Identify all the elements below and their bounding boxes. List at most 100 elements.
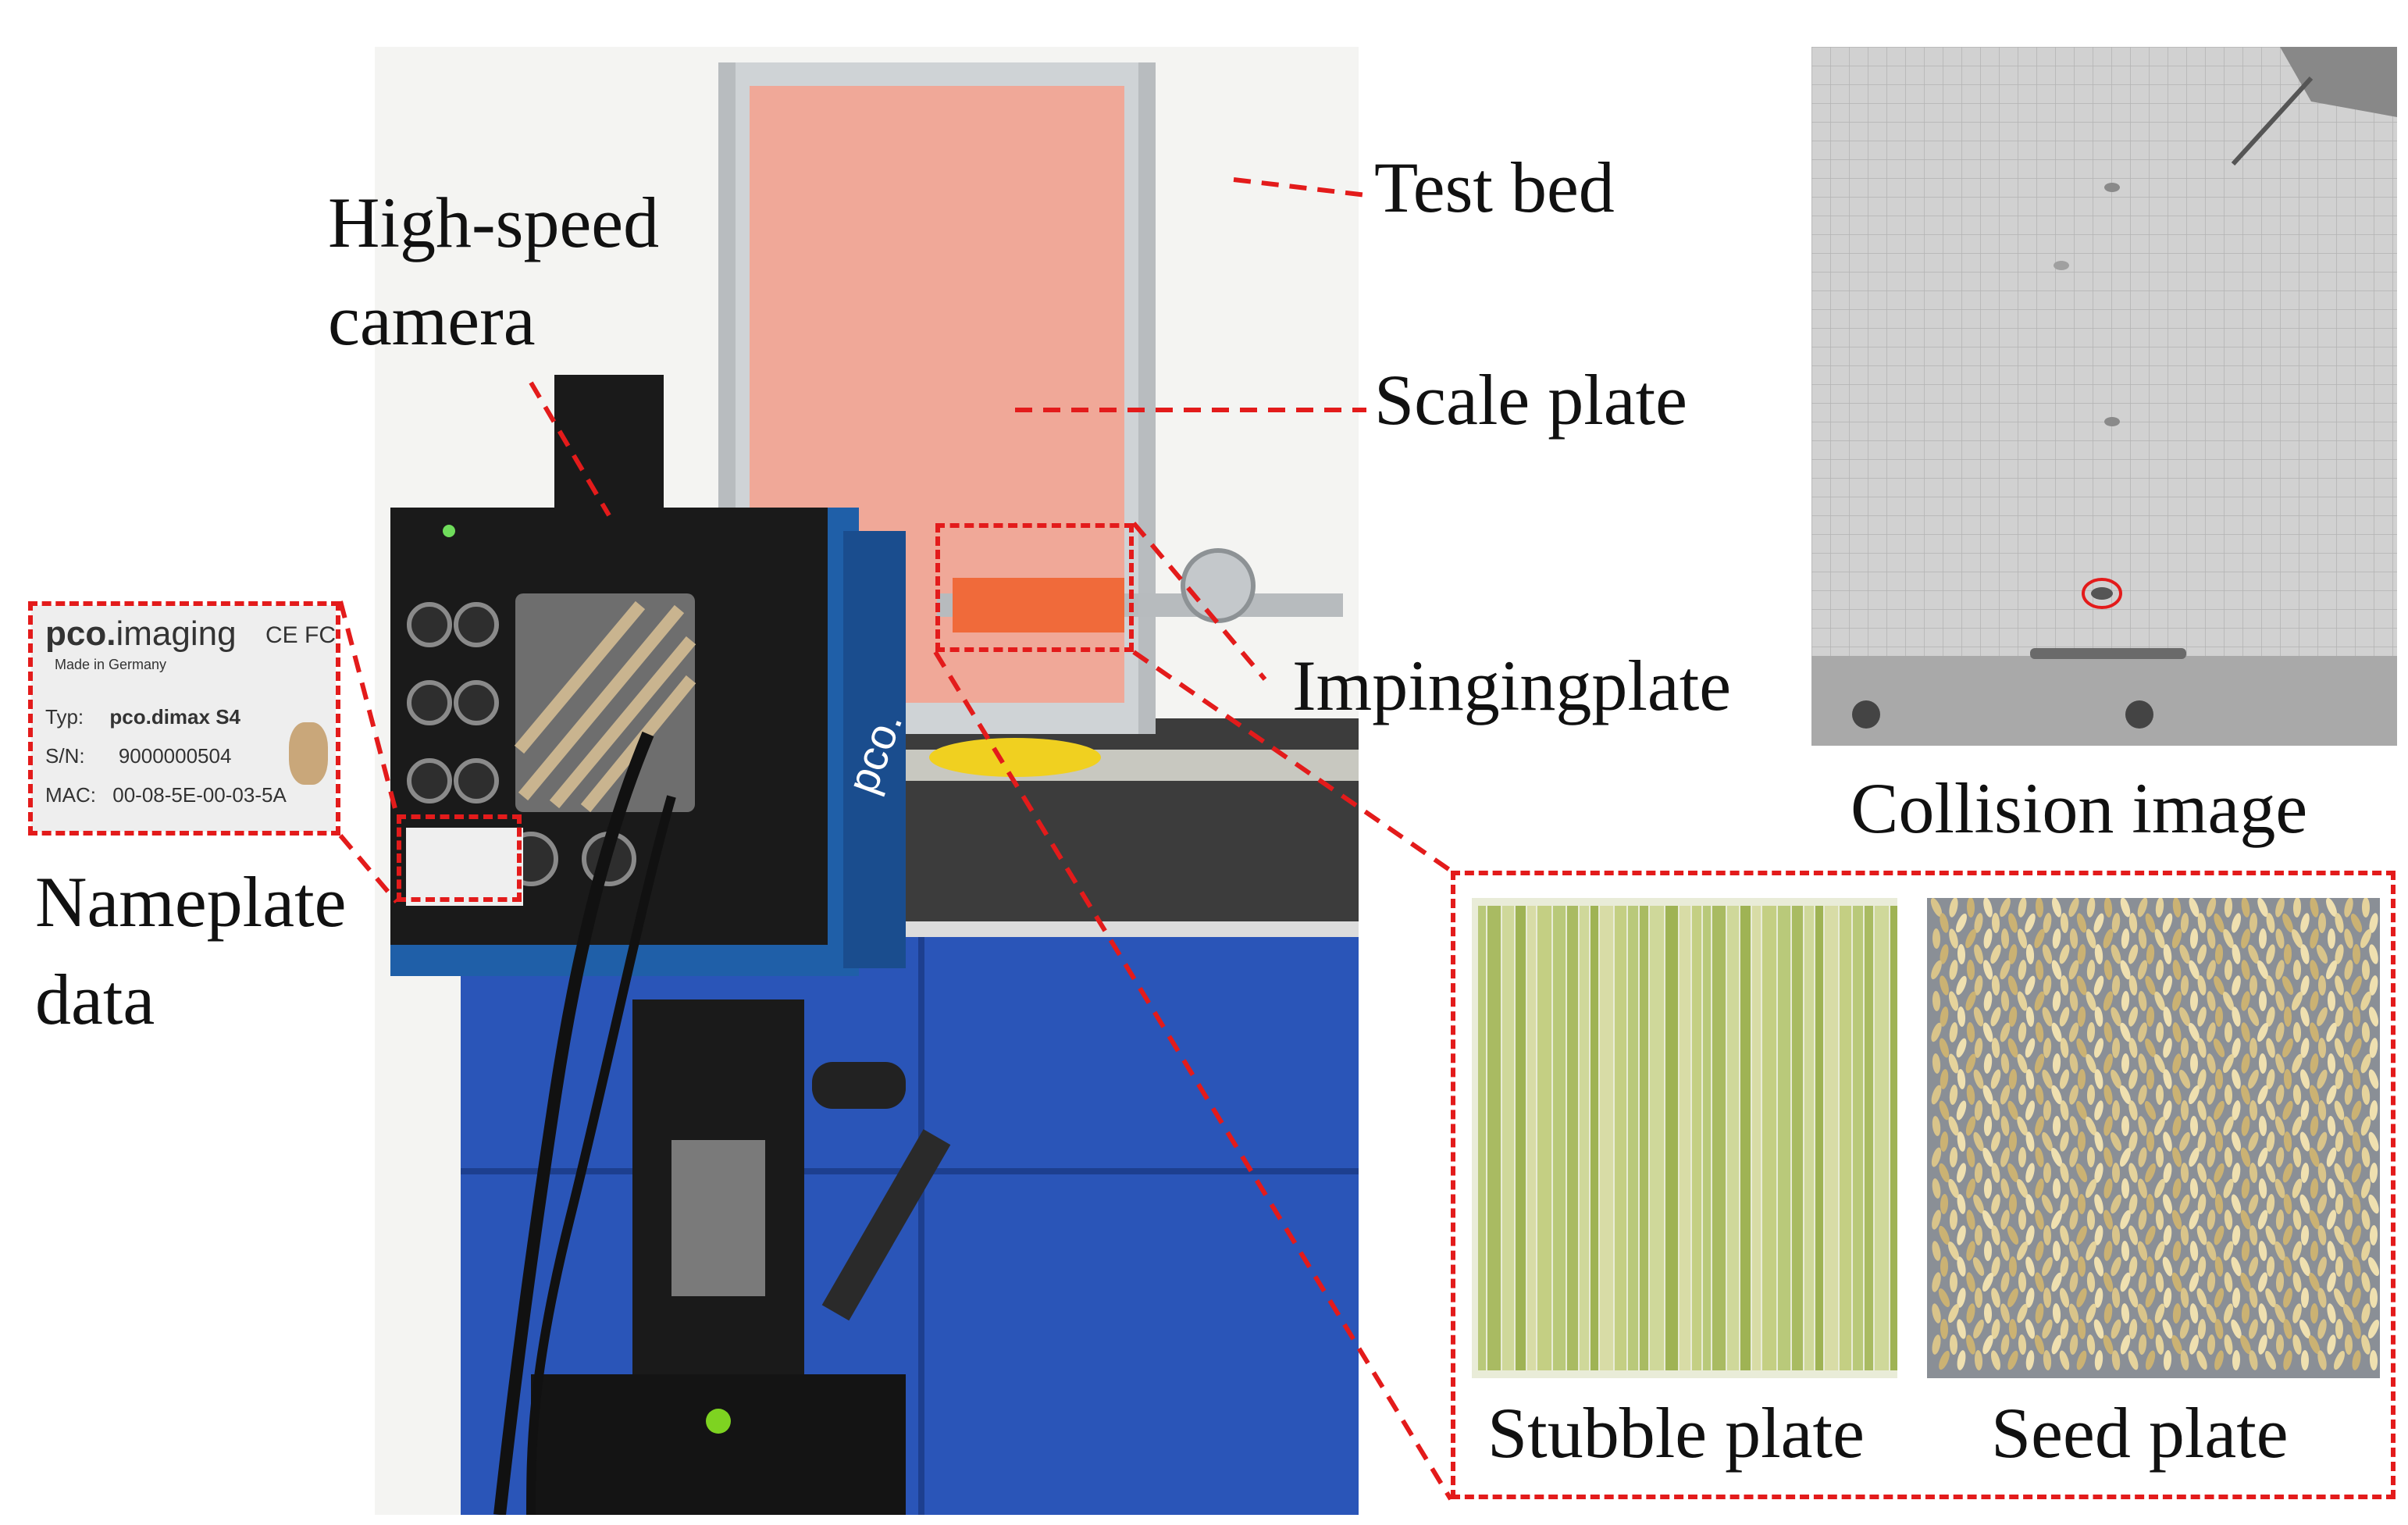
seed bbox=[2077, 944, 2086, 964]
seed bbox=[2025, 1288, 2035, 1308]
seed bbox=[2007, 1226, 2019, 1245]
seed bbox=[2145, 975, 2156, 996]
seed bbox=[2335, 1256, 2344, 1277]
seed bbox=[2017, 1116, 2028, 1136]
seed bbox=[2362, 898, 2370, 917]
seed bbox=[2309, 1085, 2320, 1105]
seed bbox=[2327, 991, 2336, 1011]
seed bbox=[1983, 1053, 1993, 1074]
seed bbox=[2043, 1225, 2052, 1245]
seed bbox=[2300, 1288, 2310, 1308]
seed bbox=[2224, 960, 2233, 980]
seed bbox=[2043, 1350, 2052, 1370]
seed bbox=[1974, 1350, 1983, 1370]
label-nameplate: Nameplate bbox=[35, 862, 347, 942]
seed bbox=[2042, 944, 2053, 964]
seed bbox=[2025, 1194, 2035, 1214]
seed bbox=[2060, 1131, 2069, 1152]
seed bbox=[2300, 975, 2310, 996]
seed bbox=[2299, 1319, 2310, 1339]
nameplate-highlight-box bbox=[28, 601, 340, 836]
seed bbox=[2344, 1272, 2353, 1292]
seed bbox=[1982, 1210, 1993, 1230]
seed bbox=[2360, 1053, 2371, 1074]
seed bbox=[2223, 1241, 2234, 1261]
seed bbox=[2292, 1210, 2302, 1230]
seed bbox=[1957, 1007, 1966, 1027]
seed bbox=[2224, 1303, 2233, 1324]
seed bbox=[1974, 1163, 1983, 1183]
seed bbox=[2111, 1350, 2121, 1370]
nameplate-brand-light: imaging bbox=[116, 615, 237, 653]
stubble-plate-photo bbox=[1472, 898, 1897, 1378]
seed bbox=[2283, 1256, 2292, 1277]
seed bbox=[2120, 1085, 2131, 1105]
nameplate-sn-label: S/N: bbox=[45, 744, 85, 768]
label-camera: camera bbox=[328, 280, 536, 360]
seed bbox=[2111, 1007, 2121, 1027]
stalk bbox=[1740, 906, 1751, 1370]
seed bbox=[1966, 960, 1975, 980]
seed bbox=[2350, 914, 2363, 932]
seed bbox=[2282, 976, 2294, 995]
seed bbox=[2214, 1100, 2225, 1121]
seed bbox=[2171, 1210, 2182, 1230]
seed bbox=[2360, 991, 2371, 1011]
seed bbox=[2007, 1350, 2018, 1370]
seed bbox=[2034, 1334, 2045, 1355]
seed bbox=[2086, 1303, 2096, 1324]
seed bbox=[2128, 1350, 2139, 1370]
nameplate-photo: pco.imaging CE FC Made in Germany Typ: p… bbox=[31, 605, 336, 832]
seed bbox=[2179, 1319, 2190, 1339]
seed bbox=[2000, 1053, 2010, 1074]
seed bbox=[2223, 1178, 2234, 1199]
seed bbox=[2241, 1241, 2250, 1261]
seed bbox=[2352, 1256, 2361, 1277]
seed bbox=[1949, 991, 1958, 1011]
seed bbox=[2327, 1334, 2336, 1355]
seed bbox=[1974, 1038, 1983, 1058]
seed bbox=[2008, 1131, 2018, 1152]
seed bbox=[2138, 1085, 2147, 1105]
seed bbox=[2266, 1038, 2275, 1058]
seed bbox=[2154, 1303, 2165, 1324]
seed bbox=[2207, 1334, 2216, 1355]
seed bbox=[2292, 928, 2303, 949]
seed bbox=[2343, 1241, 2354, 1261]
seed bbox=[2162, 1256, 2173, 1277]
seed bbox=[2197, 1256, 2207, 1277]
seed bbox=[2249, 1163, 2258, 1183]
seed bbox=[2249, 1288, 2258, 1308]
seed bbox=[2035, 1303, 2044, 1324]
seed bbox=[2257, 960, 2268, 980]
seed bbox=[2275, 991, 2285, 1011]
seed bbox=[2111, 1319, 2121, 1339]
seed bbox=[2128, 1131, 2138, 1152]
seed bbox=[2257, 1085, 2268, 1105]
seed bbox=[2154, 1178, 2165, 1199]
seed bbox=[2368, 1319, 2379, 1339]
seed bbox=[2368, 1256, 2379, 1277]
nameplate-brand-bold: pco. bbox=[45, 615, 116, 653]
seed bbox=[2138, 1272, 2147, 1292]
impinging-plate-box bbox=[935, 523, 1134, 652]
seed bbox=[2086, 1210, 2096, 1230]
seed bbox=[2282, 1038, 2293, 1058]
seed bbox=[1991, 1131, 2000, 1152]
seed bbox=[2060, 1163, 2069, 1183]
seed bbox=[1939, 1163, 1950, 1183]
seed bbox=[1948, 1178, 1959, 1199]
seed bbox=[1949, 1147, 1958, 1167]
seed bbox=[2241, 1085, 2250, 1105]
seed bbox=[2197, 913, 2207, 933]
seed bbox=[2111, 1038, 2121, 1058]
seed bbox=[2060, 1038, 2069, 1058]
seed bbox=[2171, 1272, 2182, 1292]
seed bbox=[2155, 1334, 2164, 1355]
seed bbox=[2232, 944, 2241, 964]
seed bbox=[2137, 960, 2148, 980]
seed bbox=[2282, 1100, 2293, 1121]
seed bbox=[2368, 1069, 2379, 1089]
seed bbox=[2155, 1272, 2164, 1292]
seed bbox=[2328, 928, 2335, 949]
